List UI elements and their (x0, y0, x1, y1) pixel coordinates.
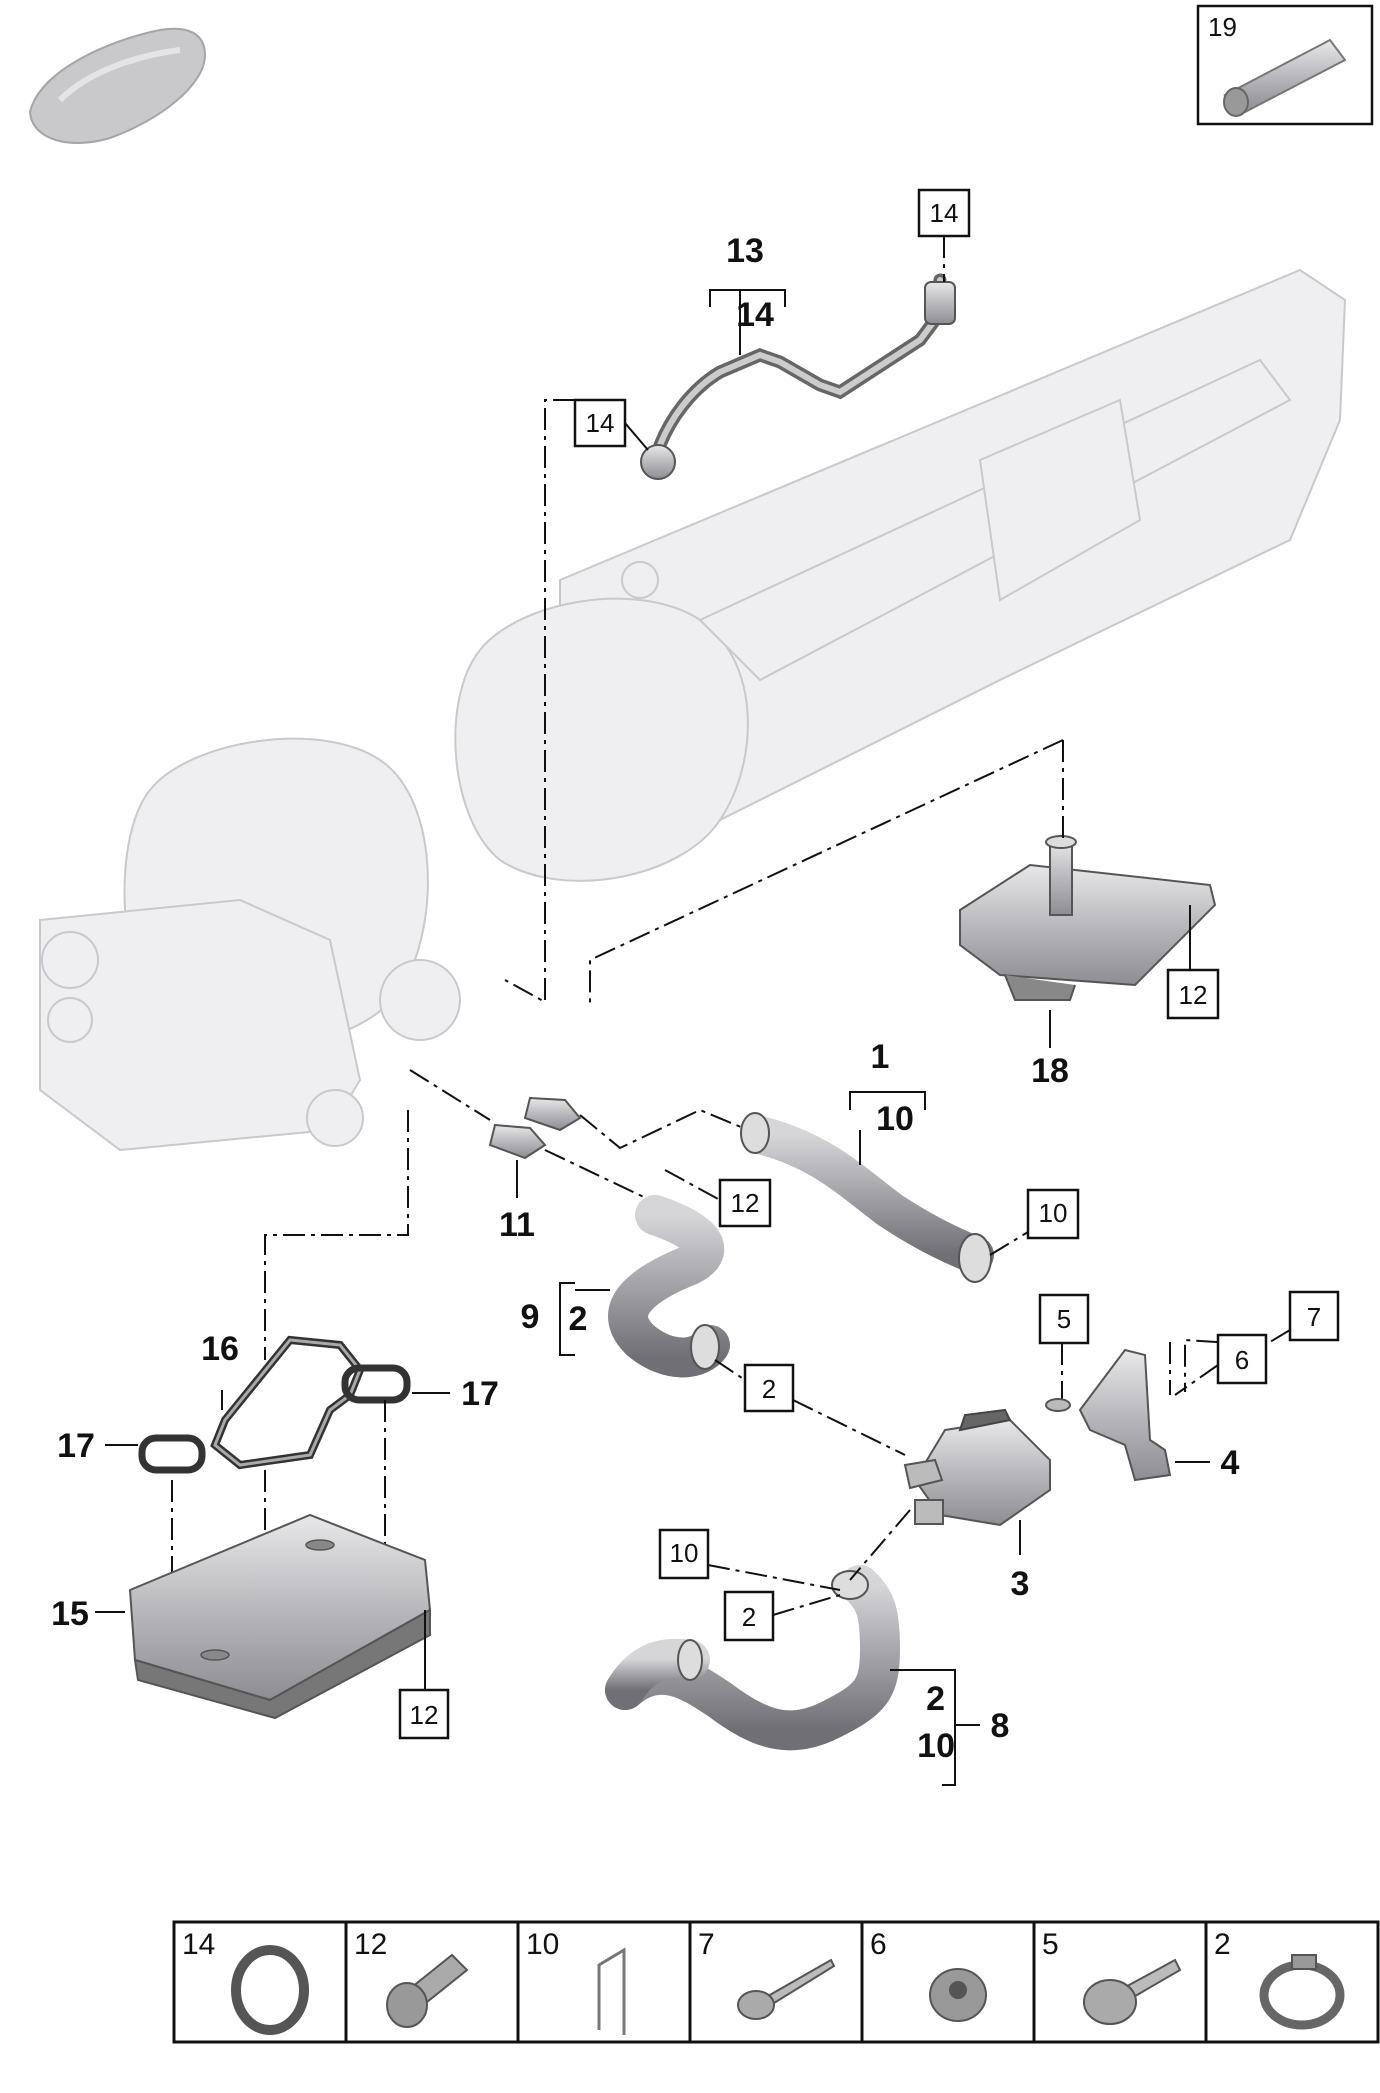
transaxle-assembly-ghost (39, 268, 1347, 1152)
electric-water-pump-3[interactable] (903, 1408, 1051, 1527)
box-label-12-plate: 12 (1179, 980, 1208, 1010)
spring-clip-icon (597, 1947, 626, 2035)
seal-ring-17-right[interactable] (341, 1364, 411, 1404)
callout-1: 1 (871, 1038, 890, 1076)
box-label-12-cooler: 12 (410, 1700, 439, 1730)
box-2-lower[interactable] (723, 1590, 775, 1642)
box-12-cooler[interactable] (398, 1688, 450, 1740)
legend-cell-6[interactable]: 6 (860, 1920, 1036, 2044)
box-label-2-hose: 2 (762, 1374, 776, 1404)
box-label-14-top: 14 (930, 198, 959, 228)
callout-4: 4 (1221, 1444, 1240, 1482)
legend-label: 2 (1214, 1928, 1231, 1961)
fastener-legend: 14 12 10 7 6 5 2 (172, 1920, 1380, 2044)
box-label-6: 6 (1235, 1345, 1249, 1375)
box-10-lower[interactable] (658, 1528, 710, 1580)
legend-label: 7 (698, 1928, 715, 1961)
box-6[interactable] (1216, 1333, 1268, 1385)
callout-10-upper: 10 (876, 1100, 914, 1138)
screw-icon (737, 1958, 836, 2020)
box-label-19: 19 (1208, 12, 1237, 42)
gasket-16[interactable] (210, 1335, 365, 1470)
box-label-10-hose: 10 (1039, 1198, 1068, 1228)
hose-clamp-icon (1259, 1954, 1345, 2030)
seal-ring-17-left[interactable] (138, 1434, 206, 1474)
coolant-hose-1[interactable] (740, 1112, 994, 1283)
box-7[interactable] (1288, 1290, 1340, 1342)
coolant-hose-9[interactable] (608, 1195, 730, 1378)
box-label-12-connector: 12 (731, 1188, 760, 1218)
legend-label: 12 (354, 1928, 387, 1961)
box-label-7: 7 (1307, 1302, 1321, 1332)
callout-8: 8 (991, 1707, 1010, 1745)
callout-13: 13 (726, 232, 764, 270)
callout-15: 15 (51, 1595, 89, 1633)
legend-cell-14[interactable]: 14 (172, 1920, 348, 2044)
callout-16: 16 (201, 1330, 239, 1368)
callout-11: 11 (499, 1206, 535, 1244)
coolant-hose-8[interactable] (605, 1565, 901, 1751)
legend-label: 5 (1042, 1928, 1059, 1961)
callout-18: 18 (1031, 1052, 1069, 1090)
breather-pipe-13[interactable] (640, 273, 956, 480)
callout-17-left: 17 (57, 1427, 95, 1465)
box-label-5: 5 (1057, 1304, 1071, 1334)
socket-bolt-icon (386, 1953, 469, 2028)
legend-cell-10[interactable]: 10 (516, 1920, 692, 2044)
box-label-14-left: 14 (586, 408, 615, 438)
pump-bracket-4[interactable] (1078, 1348, 1172, 1482)
callout-10-lower: 10 (917, 1727, 955, 1765)
callout-2-lower: 2 (926, 1680, 945, 1718)
callout-2-upper: 2 (569, 1300, 588, 1338)
oil-cooler-15[interactable] (128, 1513, 432, 1720)
valve-plate-18[interactable] (959, 835, 1217, 1001)
rubber-grommet-icon (929, 1968, 987, 2022)
callout-9: 9 (521, 1298, 540, 1336)
vehicle-thumbnail (28, 27, 207, 144)
callout-3: 3 (1011, 1565, 1030, 1603)
legend-cell-7[interactable]: 7 (688, 1920, 864, 2044)
callout-17-right: 17 (461, 1375, 499, 1413)
o-ring-icon (231, 1945, 309, 2035)
box-label-10-lower: 10 (670, 1538, 699, 1568)
box-label-2-lower: 2 (742, 1602, 756, 1632)
flange-bolt-icon (1083, 1958, 1182, 2025)
box-10-hose[interactable] (1026, 1188, 1080, 1240)
legend-cell-5[interactable]: 5 (1032, 1920, 1208, 2044)
legend-label: 14 (182, 1928, 215, 1961)
box-5[interactable] (1038, 1293, 1090, 1345)
legend-cell-12[interactable]: 12 (344, 1920, 520, 2044)
part-19-box[interactable]: 19 (1196, 4, 1374, 126)
box-12-plate[interactable] (1166, 968, 1220, 1020)
box-12-connector[interactable] (718, 1178, 772, 1228)
legend-cell-2[interactable]: 2 (1204, 1920, 1380, 2044)
lubricant-tube-icon (1223, 38, 1347, 117)
pipe-connectors-11[interactable] (488, 1096, 582, 1160)
legend-label: 10 (526, 1928, 559, 1961)
callout-14-upper: 14 (736, 296, 774, 334)
legend-label: 6 (870, 1928, 887, 1961)
box-2-hose[interactable] (743, 1363, 795, 1413)
